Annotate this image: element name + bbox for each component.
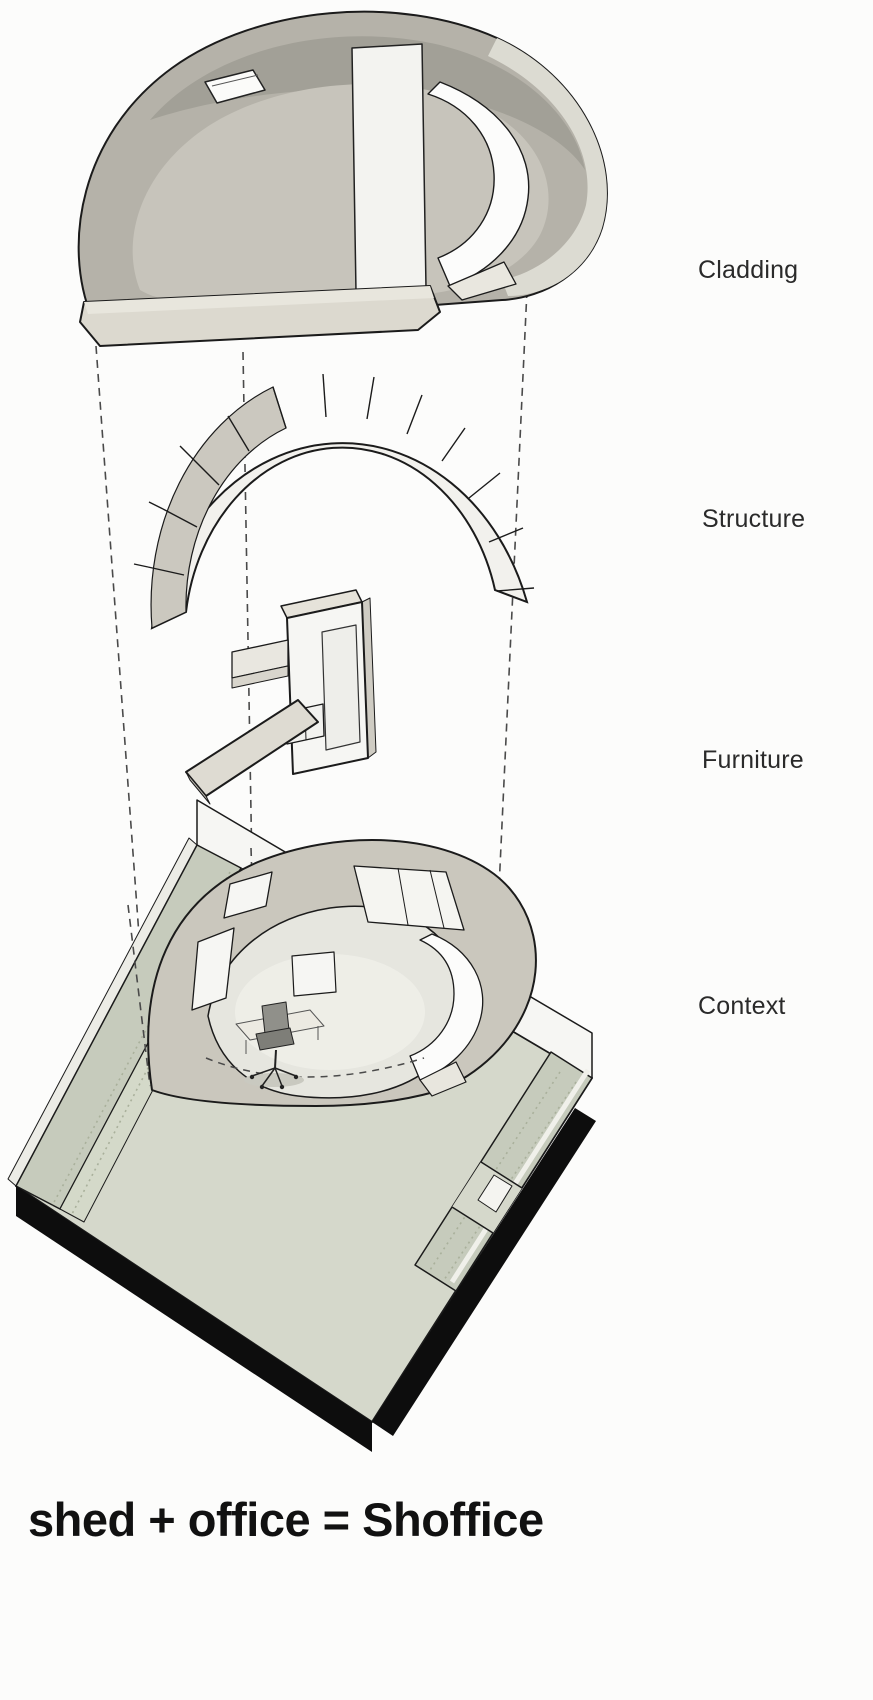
label-cladding: Cladding [698,256,799,284]
shoffice-pod [147,839,537,1107]
upper-ledge-front [231,665,289,689]
right-hedge-texture [429,1071,577,1281]
cladding-end-wall [351,43,427,293]
chair-base-legs [251,1067,297,1087]
cladding-cut-rim [488,38,607,296]
pod-hook-end [419,1061,467,1097]
pod-glazing-mullion-1 [397,867,409,926]
pod-skylight-upper [223,871,273,919]
pod-glazing-mullion-2 [429,869,445,929]
structure-band [150,442,529,630]
base-edge-left [16,1186,372,1452]
right-wall-top [449,1068,591,1284]
skylight-window [204,69,266,104]
label-context: Context [698,992,786,1020]
pod-skylight-lower [191,927,235,1011]
base-edge-right [372,1108,596,1436]
structure-layer [133,373,535,630]
desk-edge [185,771,211,805]
label-furniture: Furniture [702,746,804,774]
pod-glazing [353,865,465,931]
furniture-layer [185,589,377,805]
chair-shadow [244,1073,304,1087]
diagram-title: shed + office = Shoffice [28,1493,544,1546]
cladding-layer [77,10,608,347]
cladding-inner-sheen [132,84,549,307]
chair-stem [274,1049,277,1069]
context-layer [7,799,596,1452]
cladding-hook-end [447,261,517,301]
structure-ribs [133,373,535,592]
cladding-base-slab-top [84,286,434,314]
gate-jamb-2 [451,1206,494,1234]
skylight-frame-line [211,74,259,87]
chair-casters [249,1074,299,1090]
chair-seat [255,1027,295,1051]
label-structure: Structure [702,505,806,533]
cabinet-door [321,624,361,751]
pod-back-door [291,951,337,997]
cladding-shadow [150,36,585,170]
gate-panel [477,1174,513,1213]
office-chair [244,1001,304,1090]
gate-jamb-1 [480,1161,523,1189]
